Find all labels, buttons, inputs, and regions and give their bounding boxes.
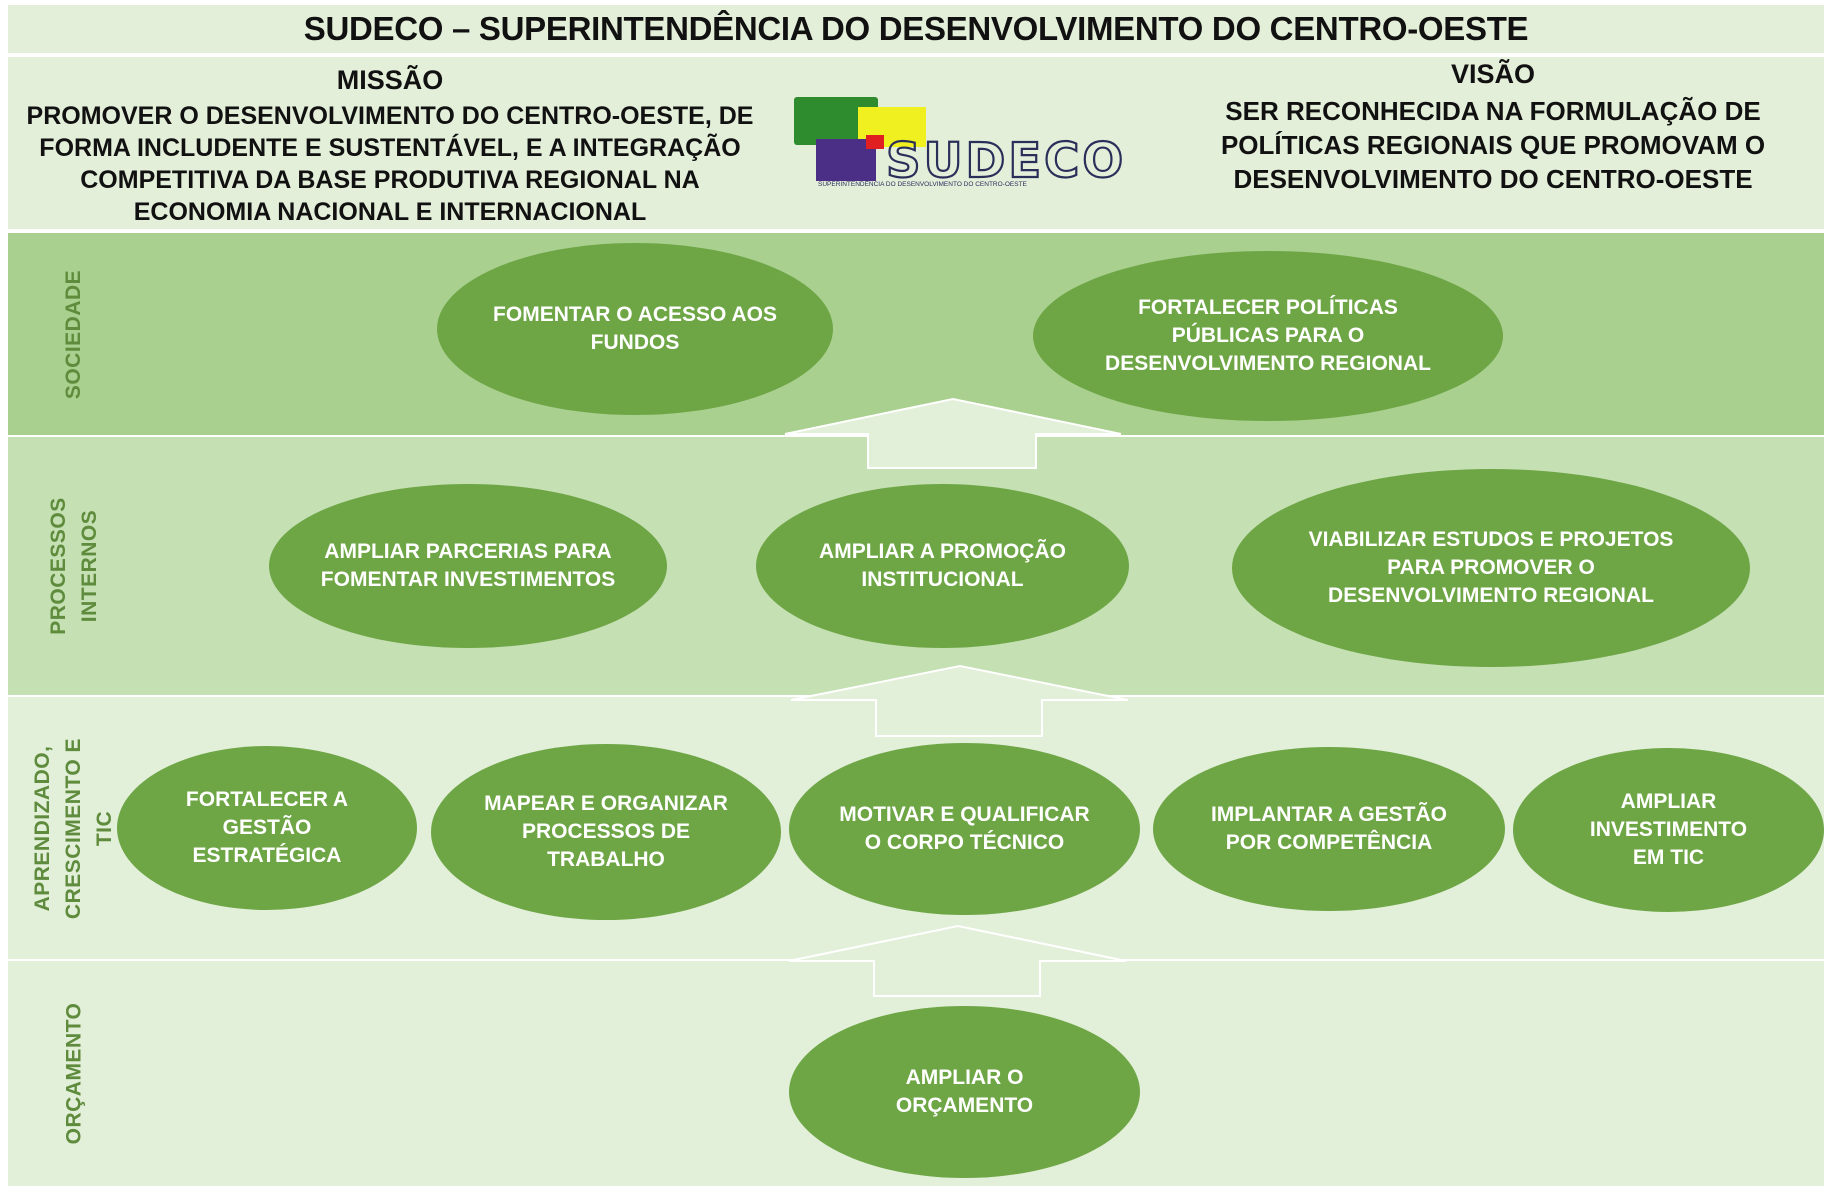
mission-line: ECONOMIA NACIONAL E INTERNACIONAL bbox=[133, 198, 647, 226]
objective-oval: MOTIVAR E QUALIFICAR O CORPO TÉCNICO bbox=[789, 743, 1140, 915]
vision-line: POLÍTICAS REGIONAIS QUE PROMOVAM O bbox=[1220, 130, 1766, 160]
mission-line: FORMA INCLUDENTE E SUSTENTÁVEL, E A INTE… bbox=[39, 134, 741, 162]
mission-block: MISSÃO PROMOVER O DESENVOLVIMENTO DO CEN… bbox=[20, 65, 760, 228]
up-arrow bbox=[784, 397, 1122, 469]
mission-line: COMPETITIVA DA BASE PRODUTIVA REGIONAL N… bbox=[80, 166, 700, 194]
mission-heading: MISSÃO bbox=[336, 65, 444, 95]
page-title-bar: SUDECO – SUPERINTENDÊNCIA DO DESENVOLVIM… bbox=[8, 5, 1824, 53]
svg-text:SUDECO: SUDECO bbox=[886, 133, 1126, 189]
objective-oval: AMPLIAR O ORÇAMENTO bbox=[789, 1006, 1140, 1178]
objective-oval: MAPEAR E ORGANIZAR PROCESSOS DE TRABALHO bbox=[431, 744, 781, 920]
objective-oval: FORTALECER POLÍTICAS PÚBLICAS PARA O DES… bbox=[1033, 251, 1503, 421]
objective-oval: AMPLIAR A PROMOÇÃO INSTITUCIONAL bbox=[756, 484, 1129, 648]
objective-oval: AMPLIAR INVESTIMENTO EM TIC bbox=[1513, 748, 1824, 912]
logo-graphic: SUDECO bbox=[794, 97, 1126, 190]
mission-line: PROMOVER O DESENVOLVIMENTO DO CENTRO-OES… bbox=[26, 102, 754, 130]
logo-tagline: SUPERINTENDÊNCIA DO DESENVOLVIMENTO DO C… bbox=[818, 181, 1027, 188]
objective-oval: FOMENTAR O ACESSO AOS FUNDOS bbox=[437, 243, 833, 415]
objective-oval: IMPLANTAR A GESTÃO POR COMPETÊNCIA bbox=[1153, 747, 1505, 911]
vision-heading: VISÃO bbox=[1450, 59, 1536, 89]
vision-line: SER RECONHECIDA NA FORMULAÇÃO DE bbox=[1225, 96, 1761, 126]
objective-oval: AMPLIAR PARCERIAS PARA FOMENTAR INVESTIM… bbox=[269, 484, 667, 648]
up-arrow bbox=[788, 924, 1127, 997]
header-panel: MISSÃO PROMOVER O DESENVOLVIMENTO DO CEN… bbox=[8, 57, 1824, 229]
page-title: SUDECO – SUPERINTENDÊNCIA DO DESENVOLVIM… bbox=[303, 10, 1529, 47]
band-sociedade: SOCIEDADE bbox=[8, 233, 1824, 435]
vision-line: DESENVOLVIMENTO DO CENTRO-OESTE bbox=[1233, 164, 1753, 194]
vision-block: VISÃO SER RECONHECIDA NA FORMULAÇÃO DE P… bbox=[1168, 59, 1818, 196]
objective-oval: FORTALECER A GESTÃO ESTRATÉGICA bbox=[117, 746, 417, 910]
sudeco-logo: SUDECO SUPERINTENDÊNCIA DO DESENVOLVIMEN… bbox=[784, 93, 1144, 193]
objective-oval: VIABILIZAR ESTUDOS E PROJETOS PARA PROMO… bbox=[1232, 469, 1750, 667]
up-arrow bbox=[790, 664, 1129, 737]
